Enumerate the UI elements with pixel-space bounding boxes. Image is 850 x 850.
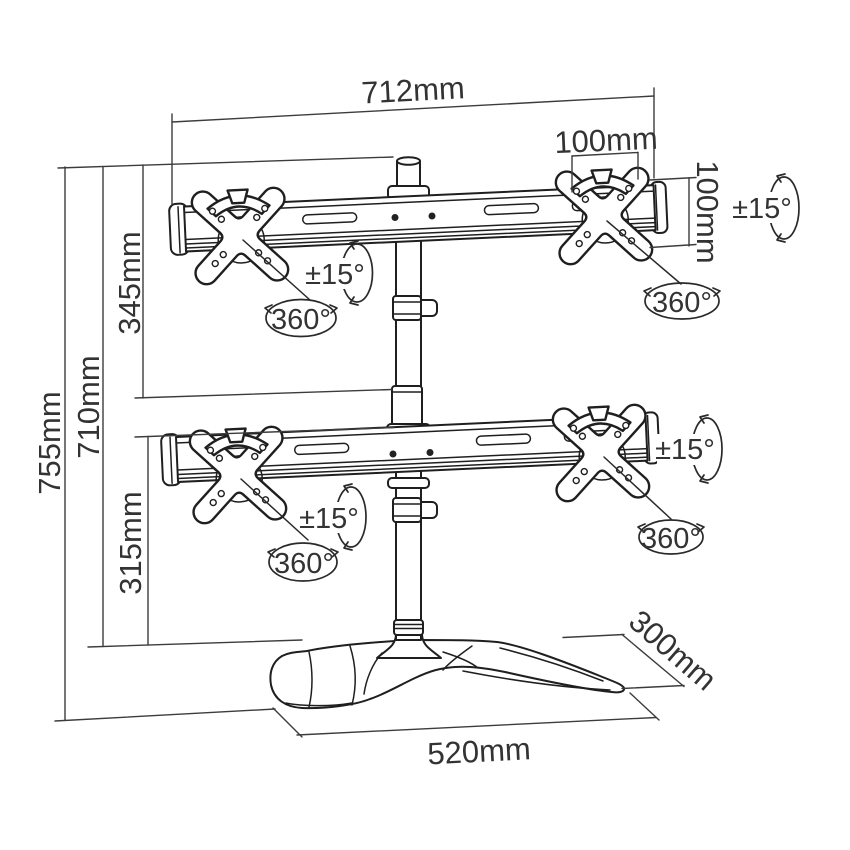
dimension-lines <box>54 87 697 738</box>
swivel-ellipse-bottom-right <box>638 519 704 555</box>
swivel-annotation-bottom-left: 360° <box>274 548 334 580</box>
lower-bar-screw-right <box>426 449 434 456</box>
leader-top-right <box>606 220 682 285</box>
tilt-annotation-top-left: ±15° <box>305 259 365 291</box>
pole <box>376 156 442 659</box>
dim-label-pole-height: 710mm <box>71 355 106 458</box>
tilt-annotation-bottom-right: ±15° <box>655 434 715 466</box>
dim-label-total-height: 755mm <box>32 391 67 494</box>
dim-label-base-width: 520mm <box>426 731 531 771</box>
dim-label-base-depth: 300mm <box>622 603 723 697</box>
leader-bottom-right <box>603 456 672 520</box>
leader-top-left <box>242 239 311 301</box>
upper-bar-screw-right <box>428 212 436 220</box>
dim-label-lower-arm-height: 315mm <box>113 491 148 594</box>
swivel-annotation-bottom-right: 360° <box>641 523 701 555</box>
tilt-annotation-top-right: ±15° <box>732 193 792 225</box>
swivel-ellipse-bottom-left <box>268 542 338 582</box>
leader-bottom-left <box>240 478 309 541</box>
dim-label-vesa-width: 100mm <box>554 121 659 160</box>
swivel-annotation-top-right: 360° <box>652 287 712 319</box>
dim-label-vesa-height: 100mm <box>690 160 725 263</box>
rotation-annotations: ±15° 360° ±15° 360° ±15° 360° ±15° 360° <box>240 173 800 582</box>
tilt-annotation-bottom-left: ±15° <box>299 503 359 535</box>
upper-clamp <box>392 295 422 321</box>
upper-bar-screw-left <box>391 214 399 221</box>
lower-bar-screw-left <box>389 450 397 458</box>
dim-label-top-width: 712mm <box>360 70 465 110</box>
swivel-ellipse-top-right <box>644 282 720 320</box>
pole-base-bell <box>376 633 442 659</box>
dim-label-upper-arm-height: 345mm <box>112 231 147 334</box>
swivel-annotation-top-left: 360° <box>271 304 331 336</box>
base-foot <box>269 639 626 710</box>
swivel-ellipse-top-left <box>265 298 337 338</box>
lower-clamp <box>392 497 422 523</box>
